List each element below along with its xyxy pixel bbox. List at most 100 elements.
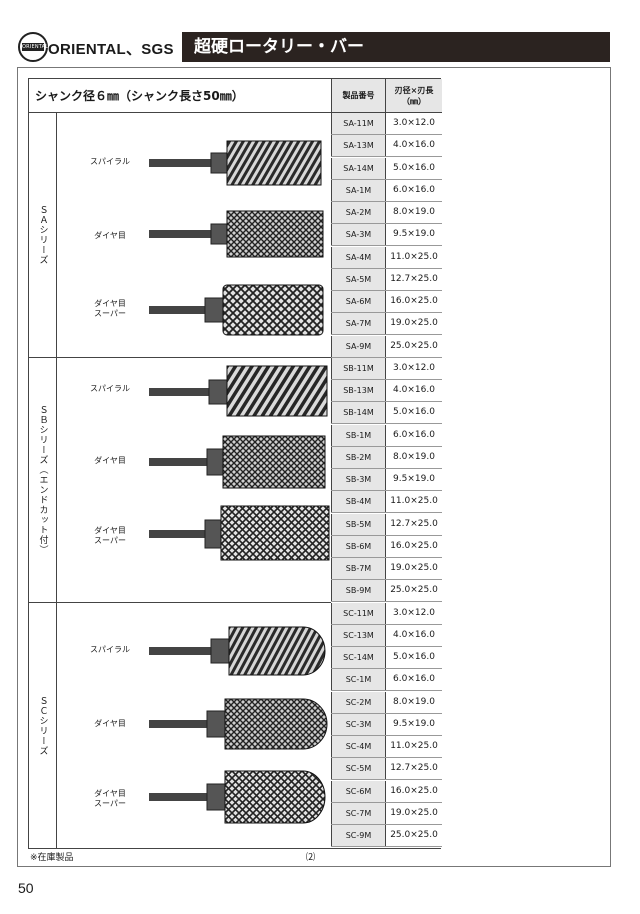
burr-diamond-sc (149, 698, 328, 750)
diameter-length: 11.0×25.0 (385, 736, 442, 757)
burr-diamond-super-sa (149, 284, 324, 336)
part-number: SB-2M (331, 446, 385, 468)
diameter-length: 19.0×25.0 (385, 558, 442, 579)
part-number: SA-14M (331, 157, 385, 179)
diameter-length: 3.0×12.0 (385, 113, 442, 134)
page-frame (17, 67, 611, 867)
part-number: SA-3M (331, 224, 385, 246)
shank-title: シャンク径６㎜（シャンク長さ50㎜） (29, 79, 331, 113)
diameter-length: 11.0×25.0 (385, 491, 442, 513)
series-label-sb: ＳＢシリーズ（エンドカット付） (29, 358, 57, 603)
series-label-sc: ＳＣシリーズ (29, 603, 57, 849)
page-header: ORIENTAL ORIENTAL、SGS 超硬ロータリー・バー (16, 30, 610, 64)
diameter-length: 4.0×16.0 (385, 624, 442, 646)
part-number: SA-13M (331, 135, 385, 157)
cut-label-spiral: スパイラル (90, 157, 130, 166)
column-header-size-line2: （㎜） (402, 96, 426, 106)
part-number: SA-1M (331, 179, 385, 201)
part-number: SA-4M (331, 246, 385, 268)
diameter-length: 3.0×12.0 (385, 602, 442, 624)
diameter-length: 16.0×25.0 (385, 291, 442, 312)
diameter-length: 5.0×16.0 (385, 157, 442, 179)
part-number: SA-11M (331, 113, 385, 134)
diameter-length: 3.0×12.0 (385, 357, 442, 379)
diameter-length: 9.5×19.0 (385, 469, 442, 490)
diameter-length: 6.0×16.0 (385, 424, 442, 446)
cut-label-spiral: スパイラル (90, 645, 130, 654)
product-table: シャンク径６㎜（シャンク長さ50㎜） 製品番号 刃径×刃長 （㎜） ＳＡシリーズ… (28, 78, 442, 849)
diameter-length: 6.0×16.0 (385, 179, 442, 201)
brand-name: ORIENTAL、SGS (48, 41, 174, 58)
column-header-size-line1: 刃径×刃長 (394, 85, 434, 95)
burr-illustrations-sa (149, 140, 324, 336)
diameter-length: 25.0×25.0 (385, 335, 442, 357)
burr-diamond-sa (149, 210, 324, 258)
diameter-length: 5.0×16.0 (385, 647, 442, 668)
diameter-length: 6.0×16.0 (385, 669, 442, 691)
cut-label-diamond: ダイヤ目 (94, 456, 126, 465)
diameter-length: 25.0×25.0 (385, 825, 442, 846)
cut-label-diamond-super: ダイヤ目スーパー (94, 789, 126, 808)
part-number: SC-13M (331, 624, 385, 646)
part-number: SC-3M (331, 713, 385, 735)
series-label-sa: ＳＡシリーズ (29, 113, 57, 358)
part-number: SC-1M (331, 669, 385, 691)
cut-label-diamond: ダイヤ目 (94, 719, 126, 728)
diameter-length: 12.7×25.0 (385, 758, 442, 780)
column-header-part: 製品番号 (331, 79, 385, 113)
series-label-text: ＳＡシリーズ (37, 205, 48, 265)
part-number: SB-5M (331, 513, 385, 535)
diameter-length: 19.0×25.0 (385, 313, 442, 335)
part-number: SA-5M (331, 268, 385, 290)
series-image-sa: スパイラル ダイヤ目 ダイヤ目スーパー (57, 113, 331, 358)
diameter-length: 16.0×25.0 (385, 535, 442, 557)
series-label-text: ＳＣシリーズ (37, 696, 48, 756)
burr-spiral-sb (149, 365, 328, 417)
diameter-length: 8.0×19.0 (385, 446, 442, 468)
logo-text: ORIENTAL (22, 43, 49, 51)
part-number: SB-14M (331, 402, 385, 424)
part-number: SB-4M (331, 491, 385, 513)
part-number: SB-9M (331, 580, 385, 602)
burr-spiral-sa (149, 140, 322, 186)
diameter-length: 11.0×25.0 (385, 246, 442, 268)
figure-number: ⑵ (306, 853, 316, 863)
cut-label-diamond: ダイヤ目 (94, 231, 126, 240)
stock-note: ※在庫製品 (30, 853, 74, 863)
diameter-length: 8.0×19.0 (385, 202, 442, 223)
cut-label-diamond-super: ダイヤ目スーパー (94, 299, 126, 318)
series-image-sc: スパイラル ダイヤ目 ダイヤ目スーパー (57, 603, 331, 849)
diameter-length: 8.0×19.0 (385, 691, 442, 713)
burr-illustrations-sb (149, 365, 330, 561)
burr-diamond-super-sb (149, 505, 330, 561)
diameter-length: 12.7×25.0 (385, 268, 442, 290)
diameter-length: 25.0×25.0 (385, 580, 442, 602)
cut-label-diamond-super: ダイヤ目スーパー (94, 526, 126, 545)
part-number: SC-5M (331, 758, 385, 780)
burr-diamond-sb (149, 435, 326, 489)
diameter-length: 4.0×16.0 (385, 135, 442, 157)
diameter-length: 12.7×25.0 (385, 513, 442, 535)
brand-logo: ORIENTAL (18, 32, 48, 62)
part-number: SC-4M (331, 736, 385, 757)
page-title: 超硬ロータリー・バー (182, 32, 610, 62)
